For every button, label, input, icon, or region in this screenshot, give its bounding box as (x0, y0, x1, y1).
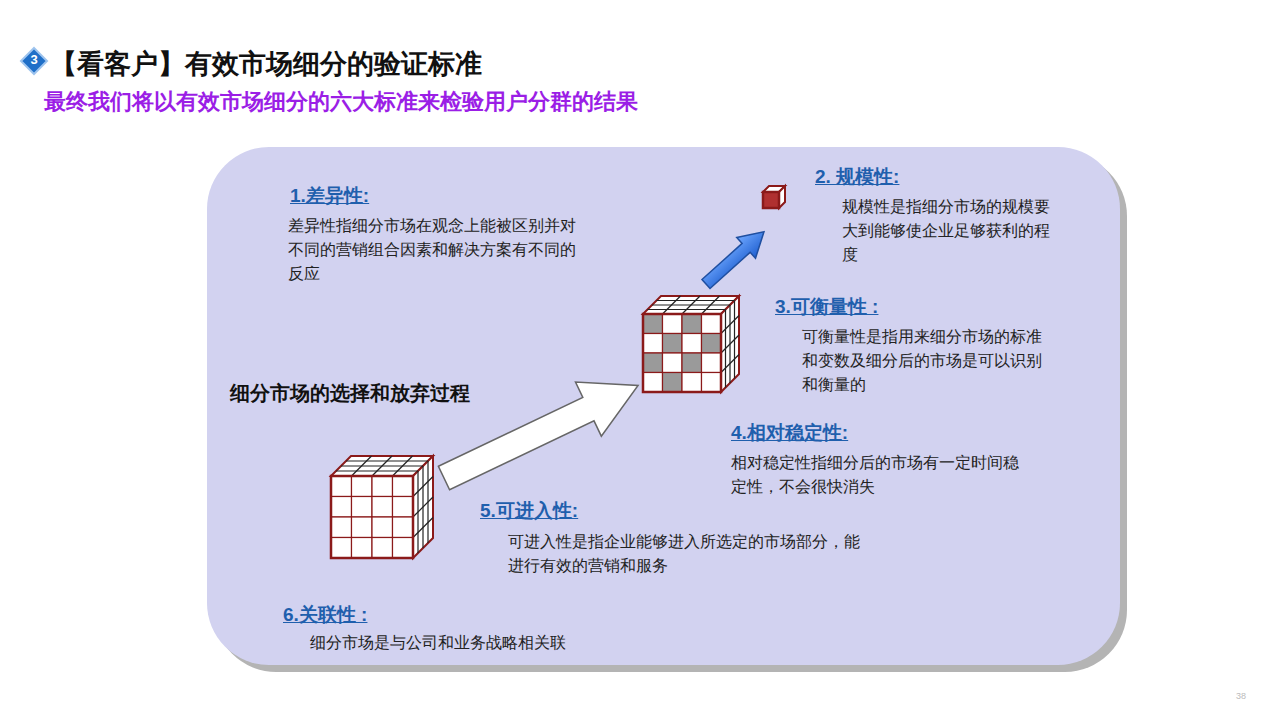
slide-title: 【看客户】有效市场细分的验证标准 (50, 46, 482, 82)
large-cube (331, 456, 433, 558)
criterion-heading: 1.差异性: (290, 185, 369, 208)
process-label: 细分市场的选择和放弃过程 (230, 380, 470, 407)
badge-diamond (21, 48, 47, 74)
criterion-body: 差异性指细分市场在观念上能被区别并对不同的营销组合因素和解决方案有不同的反应 (288, 214, 578, 286)
criterion-heading: 6.关联性 : (283, 604, 367, 627)
criterion-body: 细分市场是与公司和业务战略相关联 (310, 633, 566, 652)
criterion-heading: 5.可进入性: (480, 500, 578, 523)
criterion-heading: 2. 规模性: (815, 166, 899, 189)
criterion-body: 规模性是指细分市场的规模要大到能够使企业足够获利的程度 (842, 195, 1062, 267)
process-arrow (431, 358, 651, 505)
growth-arrow (697, 221, 774, 294)
criterion-body: 相对稳定性指细分后的市场有一定时间稳定性，不会很快消失 (731, 451, 1021, 499)
badge-number: 3 (26, 52, 42, 68)
page-number: 38 (1236, 691, 1246, 702)
criterion-body: 可进入性是指企业能够进入所选定的市场部分，能进行有效的营销和服务 (508, 530, 864, 578)
medium-cube (643, 296, 739, 392)
criterion-heading: 4.相对稳定性: (731, 422, 848, 445)
subtitle: 最终我们将以有效市场细分的六大标准来检验用户分群的结果 (44, 89, 638, 115)
small-cube (763, 186, 785, 208)
criterion-body: 可衡量性是指用来细分市场的标准和变数及细分后的市场是可以识别和衡量的 (802, 325, 1056, 397)
criterion-heading: 3.可衡量性 : (775, 296, 878, 319)
